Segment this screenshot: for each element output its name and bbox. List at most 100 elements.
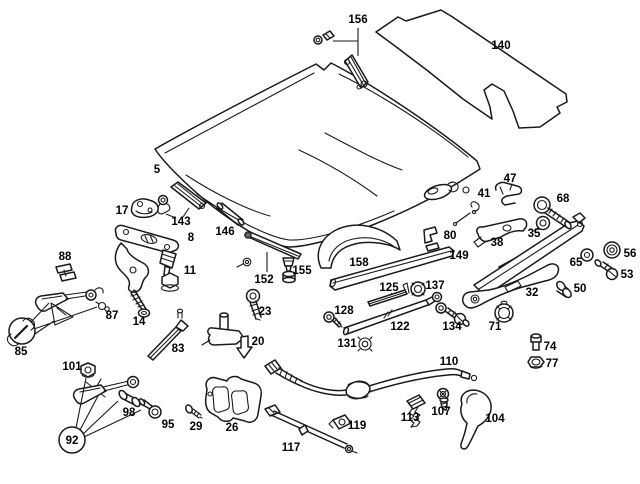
screw-107-drawing	[436, 387, 450, 411]
tube-146-drawing	[216, 202, 245, 226]
spring-47-drawing	[494, 181, 523, 206]
part-label-125: 125	[379, 282, 399, 294]
clip-119-drawing	[328, 414, 352, 430]
part-label-104: 104	[485, 413, 505, 425]
part-label-5: 5	[154, 164, 161, 176]
part-label-119: 119	[348, 420, 367, 432]
bushing-98-drawing	[118, 389, 141, 408]
part-label-158: 158	[349, 257, 369, 269]
strip-152-drawing	[236, 231, 302, 272]
nut-77-drawing	[527, 356, 545, 369]
fasteners-155-drawing	[282, 257, 296, 284]
molding-149-drawing	[329, 246, 455, 291]
part-label-122: 122	[390, 321, 409, 333]
bolt-95-drawing	[138, 398, 162, 419]
part-label-152: 152	[254, 274, 273, 286]
part-label-143: 143	[171, 216, 190, 228]
bolt-134-drawing	[435, 302, 470, 327]
part-label-14: 14	[133, 316, 146, 328]
clip-80-drawing	[423, 226, 440, 252]
part-label-29: 29	[190, 421, 203, 433]
part-label-140: 140	[491, 40, 510, 52]
rivet-29-drawing	[185, 404, 203, 419]
part-label-65: 65	[570, 257, 583, 269]
bolt-68-drawing	[533, 196, 572, 230]
part-label-35: 35	[528, 228, 541, 240]
part-label-146: 146	[215, 226, 234, 238]
latch-20-drawing	[201, 312, 253, 359]
hood-latch-plate-drawing	[423, 181, 470, 201]
part-label-156: 156	[348, 14, 367, 26]
bracket-83-drawing	[147, 308, 189, 361]
part-label-92: 92	[66, 435, 79, 447]
screw-128-drawing	[323, 311, 343, 328]
part-label-149: 149	[449, 250, 468, 262]
part-label-117: 117	[282, 442, 301, 454]
part-label-113: 113	[401, 412, 420, 424]
insulation-pad-drawing	[375, 9, 568, 129]
tool-callout-85	[6, 302, 98, 347]
part-label-137: 137	[425, 280, 444, 292]
part-label-56: 56	[624, 248, 637, 260]
clip-113-drawing	[406, 394, 426, 428]
part-label-26: 26	[226, 422, 239, 434]
part-label-11: 11	[184, 265, 197, 277]
part-label-85: 85	[15, 346, 28, 358]
bolt-23-drawing	[245, 288, 262, 321]
part-label-80: 80	[444, 230, 457, 242]
spacer-50-drawing	[556, 280, 572, 299]
part-label-95: 95	[162, 419, 175, 431]
clip-88-drawing	[55, 263, 77, 282]
rod-125-drawing	[367, 282, 410, 307]
part-label-8: 8	[188, 232, 195, 244]
rod-122-drawing	[342, 291, 443, 336]
cable-110-drawing	[264, 359, 478, 400]
part-label-155: 155	[292, 265, 312, 277]
part-label-87: 87	[106, 310, 119, 322]
bracket-38-drawing	[473, 218, 528, 248]
washer-65-drawing	[580, 248, 594, 262]
part-label-71: 71	[489, 321, 502, 333]
screws-11-drawing	[159, 249, 180, 292]
part-label-53: 53	[621, 269, 634, 281]
part-label-110: 110	[440, 356, 459, 368]
hood-panel-drawing	[154, 62, 481, 248]
part-label-17: 17	[116, 205, 129, 217]
bolt-53-drawing	[594, 259, 619, 281]
part-label-98: 98	[123, 407, 136, 419]
release-lever-drawing	[34, 287, 104, 326]
part-label-107: 107	[431, 406, 450, 418]
holder-26-drawing	[204, 375, 262, 423]
part-label-50: 50	[574, 283, 587, 295]
part-label-74: 74	[544, 341, 557, 353]
clip-131-drawing	[357, 336, 373, 352]
part-label-47: 47	[504, 173, 517, 185]
part-label-134: 134	[442, 321, 462, 333]
grommet-56-drawing	[603, 241, 621, 259]
hood-hinge-drawing	[462, 212, 586, 309]
part-label-77: 77	[546, 358, 559, 370]
grommet-35-drawing	[533, 215, 551, 232]
buffer-71-drawing	[494, 300, 514, 323]
part-label-23: 23	[259, 306, 272, 318]
rod-117-drawing	[264, 404, 358, 454]
bolt-74-drawing	[530, 333, 542, 351]
part-label-32: 32	[526, 287, 539, 299]
screw-14-drawing	[130, 289, 151, 318]
part-label-131: 131	[337, 338, 357, 350]
part-label-83: 83	[172, 343, 185, 355]
clip-17-drawing	[130, 198, 159, 219]
part-label-41: 41	[478, 188, 491, 200]
nut-101-drawing	[80, 362, 96, 378]
part-label-20: 20	[252, 336, 265, 348]
grommet-137-drawing	[410, 281, 426, 297]
buffer-156-drawing	[313, 28, 369, 90]
lock-plate-8-drawing	[114, 224, 180, 293]
part-label-128: 128	[334, 305, 354, 317]
part-label-68: 68	[557, 193, 570, 205]
part-label-38: 38	[491, 237, 504, 249]
part-label-88: 88	[59, 251, 72, 263]
wire-41-drawing	[452, 201, 480, 227]
